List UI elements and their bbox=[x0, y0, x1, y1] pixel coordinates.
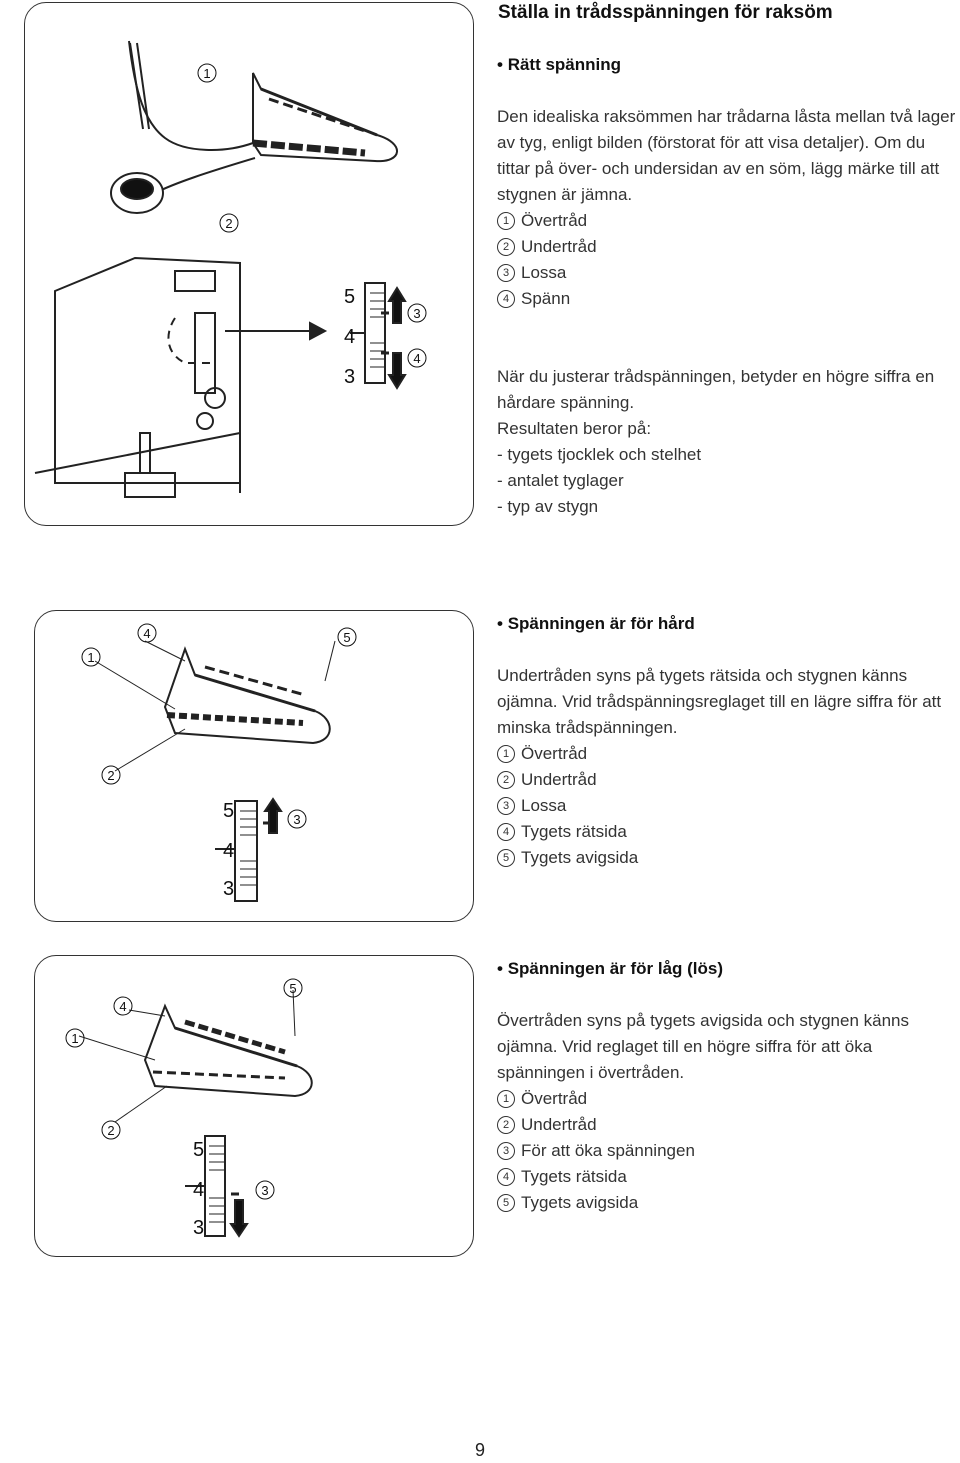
illustration-panel-tension-too-tight: 5 4 3 1 2 3 4 5 bbox=[34, 610, 474, 922]
callout-1: 1 bbox=[203, 66, 210, 81]
section-paragraph: När du justerar trådspänningen, betyder … bbox=[497, 367, 935, 412]
dial-number-3: 3 bbox=[223, 878, 234, 900]
dial-number-5: 5 bbox=[223, 800, 234, 822]
callout-2: 2 bbox=[107, 1123, 114, 1138]
callout-3: 3 bbox=[413, 306, 420, 321]
dial-number-4: 4 bbox=[193, 1179, 204, 1201]
section-heading: Spänningen är för hård bbox=[497, 611, 957, 637]
callout-2: 2 bbox=[107, 768, 114, 783]
loose-tension-illustration: 5 4 3 1 2 3 4 5 bbox=[65, 978, 313, 1239]
section-paragraph: Undertråden syns på tygets rätsida och s… bbox=[497, 666, 942, 737]
dial-number-5: 5 bbox=[344, 286, 355, 308]
callout-3: 3 bbox=[261, 1183, 268, 1198]
section-correct-tension: Rätt spänning Den idealiska raksömmen ha… bbox=[497, 52, 957, 520]
section-heading: Spänningen är för låg (lös) bbox=[497, 956, 957, 982]
sewing-machine-illustration: 5 4 3 1 2 3 4 bbox=[34, 40, 427, 498]
section-tension-too-tight: Spänningen är för hård Undertråden syns … bbox=[497, 611, 957, 871]
callout-2: 2 bbox=[225, 216, 232, 231]
tight-tension-illustration: 5 4 3 1 2 3 4 5 bbox=[81, 623, 357, 902]
section-paragraph: Resultaten beror på: bbox=[497, 419, 652, 438]
callout-5: 5 bbox=[289, 981, 296, 996]
callout-3: 3 bbox=[293, 812, 300, 827]
dial-number-5: 5 bbox=[193, 1139, 204, 1161]
section-heading: Rätt spänning bbox=[497, 52, 957, 78]
page-title: Ställa in trådsspänningen för raksöm bbox=[498, 2, 833, 23]
section-tension-too-loose: Spänningen är för låg (lös) Övertråden s… bbox=[497, 956, 957, 1216]
dial-number-3: 3 bbox=[344, 366, 355, 388]
callout-4: 4 bbox=[413, 351, 420, 366]
dash-item: - antalet tyglager bbox=[497, 471, 624, 490]
dial-number-3: 3 bbox=[193, 1217, 204, 1239]
callout-1: 1 bbox=[87, 650, 94, 665]
dash-item: - tygets tjocklek och stelhet bbox=[497, 445, 702, 464]
dial-number-4: 4 bbox=[344, 326, 355, 348]
dial-number-4: 4 bbox=[223, 840, 234, 862]
callout-4: 4 bbox=[119, 999, 126, 1014]
dash-item: - typ av stygn bbox=[497, 497, 599, 516]
illustration-panel-tension-too-loose: 5 4 3 1 2 3 4 5 bbox=[34, 955, 474, 1257]
callout-5: 5 bbox=[343, 630, 350, 645]
section-paragraph: Övertråden syns på tygets avigsida och s… bbox=[497, 1011, 910, 1082]
callout-4: 4 bbox=[143, 626, 150, 641]
illustration-panel-correct-tension: 5 4 3 1 2 3 4 bbox=[24, 2, 474, 526]
section-paragraph: Den idealiska raksömmen har trådarna lås… bbox=[497, 107, 956, 204]
page-number: 9 bbox=[474, 1440, 485, 1460]
callout-1: 1 bbox=[71, 1031, 78, 1046]
